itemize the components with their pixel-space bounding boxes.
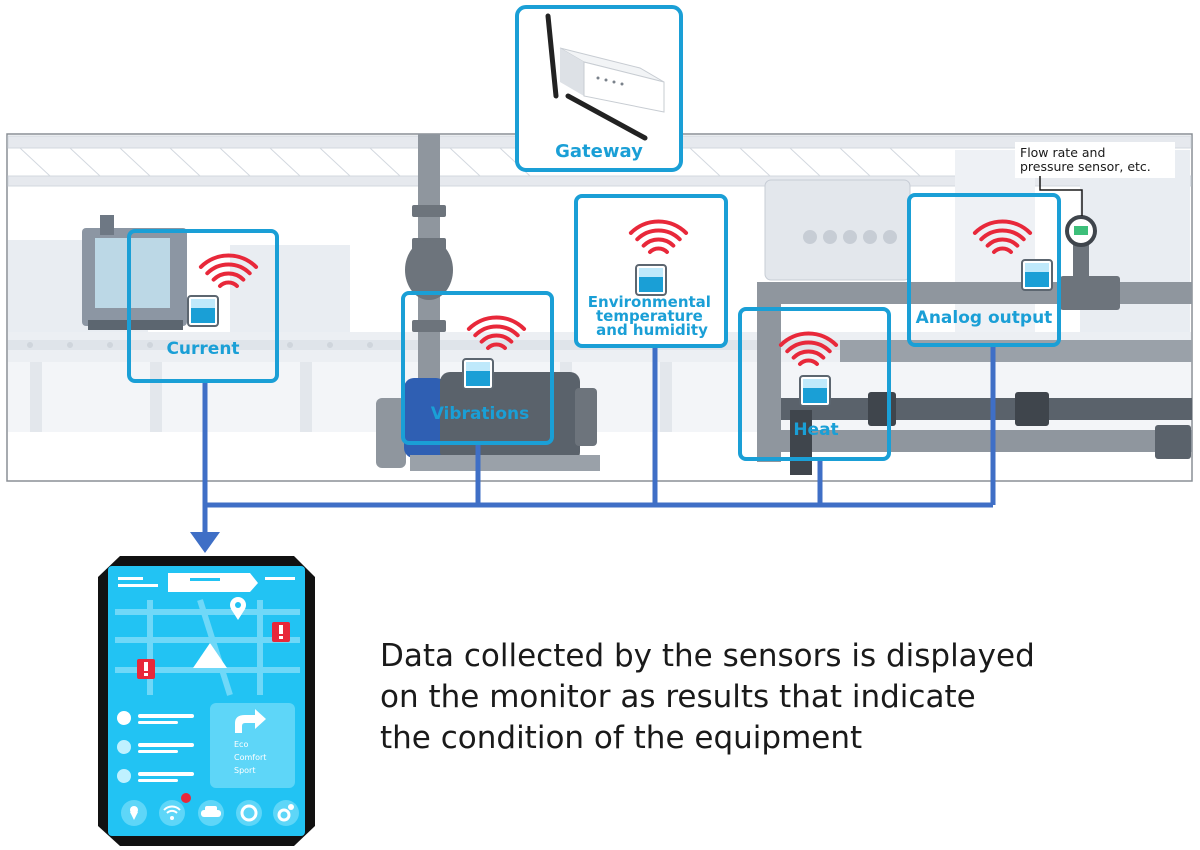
gauge-icon [236,800,262,826]
flow-note-line: pressure sensor, etc. [1020,159,1151,174]
flow-note-line: Flow rate and [1020,145,1105,160]
gateway-box: Gateway [515,5,683,172]
sensor-vibrations: Vibrations [401,291,554,445]
alert-badge-icon [272,622,290,642]
label-line: and humidity [596,321,708,339]
settings-icon [273,800,299,826]
gateway-label: Gateway [555,141,643,162]
router-icon [545,13,665,141]
bottom-icon-bar [121,793,299,826]
sensor-chip-icon [462,358,494,390]
caption-line: the condition of the equipment [380,720,863,756]
location-pin-icon [230,597,246,620]
sensor-chip-icon [635,264,667,296]
mode-label: Sport [234,766,255,775]
svg-text:Eco Comfort Sport: Eco Comfort Sport [234,740,269,775]
flow-note: Flow rate and pressure sensor, etc. [1015,142,1175,216]
sensor-heat-label: Heat [793,420,838,440]
mode-label: Comfort [234,753,266,762]
sensor-heat: Heat [738,307,891,461]
sensor-current: Current [127,229,279,383]
drive-mode-panel [210,703,295,788]
navigation-arrow-icon [193,643,227,668]
sensor-analog-label: Analog output [916,308,1053,328]
arrow-to-monitor [190,532,220,553]
caption-line: on the monitor as results that indicate [380,679,976,715]
caption-line: Data collected by the sensors is display… [380,638,1035,674]
caption: Data collected by the sensors is display… [380,636,1080,759]
notification-dot [181,793,191,803]
sensor-environmental: Environmental temperature and humidity [574,194,728,348]
sensor-chip-icon [1021,259,1053,291]
sensor-current-label: Current [166,339,239,359]
sensor-chip-icon [799,375,831,407]
mode-label: Eco [234,740,248,749]
svg-text:Flow rate and pressure s: Flow rate and pressure sensor, etc. [1020,145,1151,174]
turn-arrow-icon [235,709,266,733]
status-list [117,711,194,783]
sensor-chip-icon [187,295,219,327]
cnc-machine [82,215,187,330]
flow-sensor [1065,215,1097,280]
wifi-icon [159,800,185,826]
alert-badge-icon [137,659,155,679]
label-line: temperature [596,307,703,325]
sensor-vibrations-label: Vibrations [431,404,530,424]
label-line: Environmental [588,293,711,311]
sensor-analog: Analog output [907,193,1061,347]
pump-motor [376,372,600,471]
sensor-environmental-label: Environmental temperature and humidity [588,293,716,339]
network-lines [202,345,996,535]
monitor-tablet: Eco Comfort Sport [98,556,315,846]
